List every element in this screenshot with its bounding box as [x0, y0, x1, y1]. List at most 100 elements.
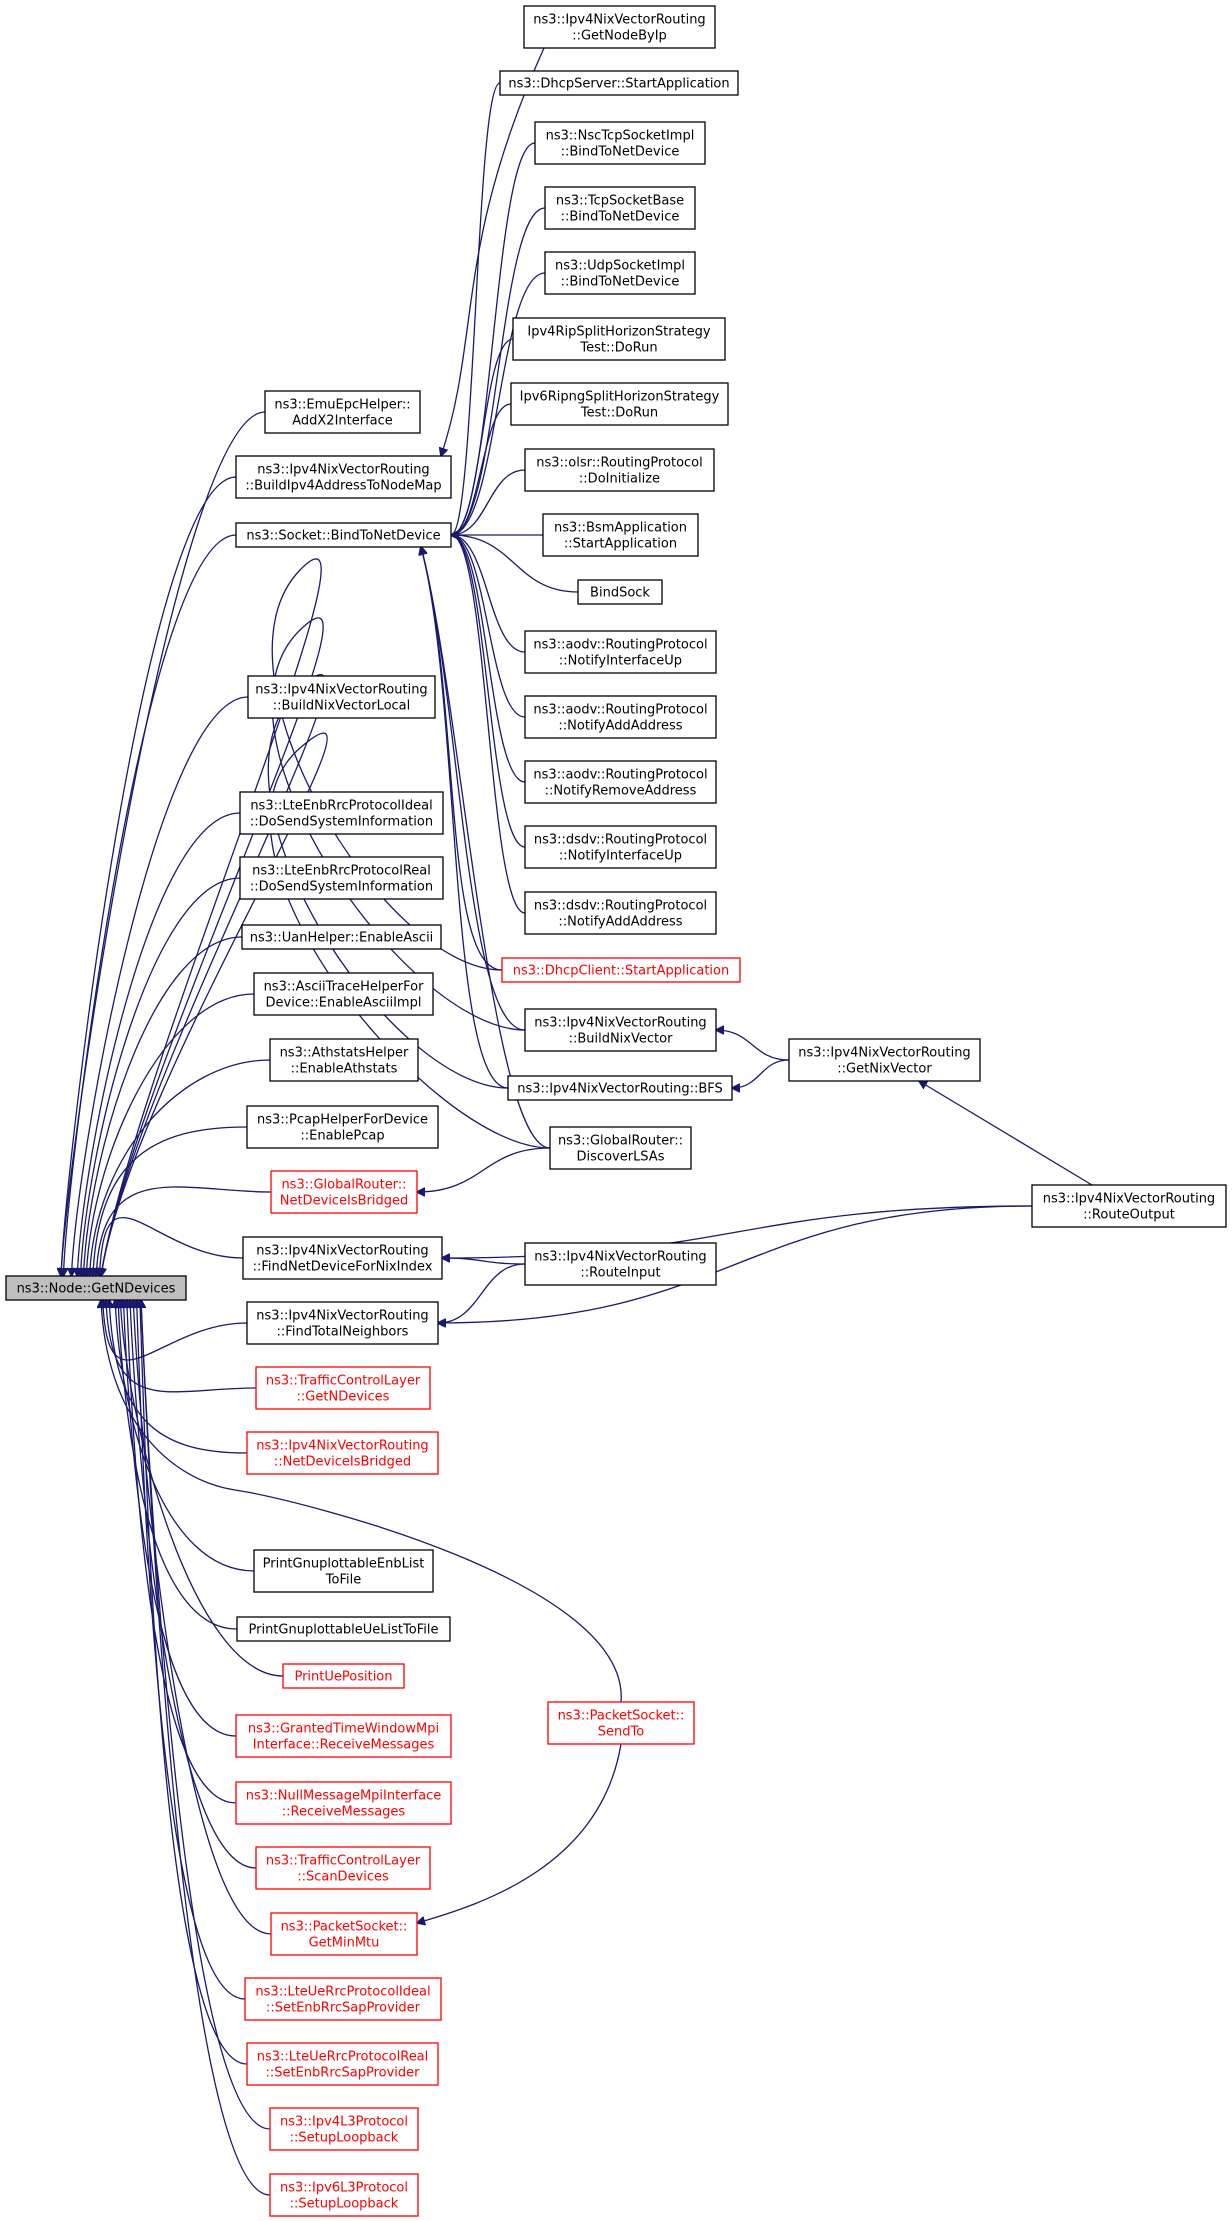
node-aodvadd[interactable]: ns3::aodv::RoutingProtocol::NotifyAddAdd…	[524, 695, 717, 739]
node-aodvremove[interactable]: ns3::aodv::RoutingProtocol::NotifyRemove…	[524, 760, 717, 804]
node-buildnix[interactable]: ns3::Ipv4NixVectorRouting::BuildNixVecto…	[524, 1008, 717, 1052]
node-box[interactable]	[507, 1075, 733, 1101]
node-box[interactable]	[524, 760, 717, 804]
node-box[interactable]	[524, 1008, 717, 1052]
node-box[interactable]	[577, 579, 663, 605]
node-tclgetn[interactable]: ns3::TrafficControlLayer::GetNDevices	[255, 1366, 431, 1410]
node-box[interactable]	[239, 856, 444, 900]
node-box[interactable]	[788, 1038, 981, 1082]
node-dhcpserver[interactable]: ns3::DhcpServer::StartApplication	[499, 70, 739, 96]
node-bsmapp[interactable]: ns3::BsmApplication::StartApplication	[542, 513, 699, 557]
node-box[interactable]	[524, 695, 717, 739]
node-nsctcp[interactable]: ns3::NscTcpSocketImpl::BindToNetDevice	[534, 121, 706, 165]
node-lteueideal[interactable]: ns3::LteUeRrcProtocolIdeal::SetEnbRrcSap…	[244, 1977, 442, 2021]
node-root[interactable]: ns3::Node::GetNDevices	[5, 1275, 187, 1301]
node-box[interactable]	[282, 1663, 405, 1689]
node-box[interactable]	[269, 1038, 419, 1082]
node-box[interactable]	[235, 1781, 452, 1825]
node-box[interactable]	[242, 1236, 443, 1280]
node-tcpsocketbase[interactable]: ns3::TcpSocketBase::BindToNetDevice	[544, 186, 696, 230]
node-box[interactable]	[270, 1170, 418, 1214]
node-printuepos[interactable]: PrintUePosition	[282, 1663, 405, 1689]
node-dhcpclient[interactable]: ns3::DhcpClient::StartApplication	[501, 957, 741, 983]
node-grbridged[interactable]: ns3::GlobalRouter::NetDeviceIsBridged	[270, 1170, 418, 1214]
node-box[interactable]	[235, 1714, 452, 1758]
node-dsdvadd[interactable]: ns3::dsdv::RoutingProtocol::NotifyAddAdd…	[524, 891, 717, 935]
node-getnodebyip[interactable]: ns3::Ipv4NixVectorRouting::GetNodeByIp	[523, 5, 716, 49]
node-ltuereal[interactable]: ns3::LteUeRrcProtocolReal::SetEnbRrcSapP…	[246, 2042, 439, 2086]
node-box[interactable]	[547, 1701, 695, 1745]
node-box[interactable]	[524, 825, 717, 869]
node-box[interactable]	[544, 186, 696, 230]
node-box[interactable]	[235, 455, 452, 499]
node-discoverlsas[interactable]: ns3::GlobalRouter::DiscoverLSAs	[549, 1126, 692, 1170]
node-box[interactable]	[253, 972, 434, 1016]
node-uanhelper[interactable]: ns3::UanHelper::EnableAscii	[241, 924, 442, 950]
node-getnixvector[interactable]: ns3::Ipv4NixVectorRouting::GetNixVector	[788, 1038, 981, 1082]
node-aodvup[interactable]: ns3::aodv::RoutingProtocol::NotifyInterf…	[524, 630, 717, 674]
node-box[interactable]	[510, 382, 729, 426]
node-box[interactable]	[524, 630, 717, 674]
node-athstats[interactable]: ns3::AthstatsHelper::EnableAthstats	[269, 1038, 419, 1082]
node-box[interactable]	[523, 5, 716, 49]
node-dsdvup[interactable]: ns3::dsdv::RoutingProtocol::NotifyInterf…	[524, 825, 717, 869]
node-bindsock[interactable]: BindSock	[577, 579, 663, 605]
node-buildipv4[interactable]: ns3::Ipv4NixVectorRouting::BuildIpv4Addr…	[235, 455, 452, 499]
node-bfs[interactable]: ns3::Ipv4NixVectorRouting::BFS	[507, 1075, 733, 1101]
node-box[interactable]	[499, 70, 739, 96]
node-box[interactable]	[244, 1977, 442, 2021]
node-lteenbideal[interactable]: ns3::LteEnbRrcProtocolIdeal::DoSendSyste…	[239, 791, 444, 835]
node-printue[interactable]: PrintGnuplottableUeListToFile	[236, 1616, 451, 1642]
node-box[interactable]	[235, 522, 452, 548]
node-findnetdev[interactable]: ns3::Ipv4NixVectorRouting::FindNetDevice…	[242, 1236, 443, 1280]
node-asciitrace[interactable]: ns3::AsciiTraceHelperForDevice::EnableAs…	[253, 972, 434, 1016]
node-box[interactable]	[246, 1301, 439, 1345]
node-box[interactable]	[270, 1912, 418, 1956]
node-bindtonetdev[interactable]: ns3::Socket::BindToNetDevice	[235, 522, 452, 548]
node-psgetminmtu[interactable]: ns3::PacketSocket::GetMinMtu	[270, 1912, 418, 1956]
node-box[interactable]	[501, 957, 741, 983]
node-box[interactable]	[253, 1549, 434, 1593]
node-grantedtw[interactable]: ns3::GrantedTimeWindowMpiInterface::Rece…	[235, 1714, 452, 1758]
node-buildnixlocal[interactable]: ns3::Ipv4NixVectorRouting::BuildNixVecto…	[247, 675, 436, 719]
node-box[interactable]	[241, 924, 442, 950]
node-box[interactable]	[255, 1846, 431, 1890]
node-box[interactable]	[542, 513, 699, 557]
node-emuepc[interactable]: ns3::EmuEpcHelper::AddX2Interface	[264, 390, 421, 434]
node-box[interactable]	[246, 1431, 439, 1475]
node-ipv4l3[interactable]: ns3::Ipv4L3Protocol::SetupLoopback	[269, 2107, 419, 2151]
node-packetsendto[interactable]: ns3::PacketSocket::SendTo	[547, 1701, 695, 1745]
node-box[interactable]	[246, 2042, 439, 2086]
node-lteenbreal[interactable]: ns3::LteEnbRrcProtocolReal::DoSendSystem…	[239, 856, 444, 900]
node-box[interactable]	[1031, 1184, 1227, 1228]
node-olsr[interactable]: ns3::olsr::RoutingProtocol::DoInitialize	[524, 448, 715, 492]
node-box[interactable]	[264, 390, 421, 434]
node-box[interactable]	[524, 1242, 717, 1286]
node-box[interactable]	[246, 1105, 439, 1149]
node-box[interactable]	[534, 121, 706, 165]
node-box[interactable]	[236, 1616, 451, 1642]
node-findtotal[interactable]: ns3::Ipv4NixVectorRouting::FindTotalNeig…	[246, 1301, 439, 1345]
node-routeinput[interactable]: ns3::Ipv4NixVectorRouting::RouteInput	[524, 1242, 717, 1286]
node-nixbridged[interactable]: ns3::Ipv4NixVectorRouting::NetDeviceIsBr…	[246, 1431, 439, 1475]
node-box[interactable]	[5, 1275, 187, 1301]
node-ipv6l3[interactable]: ns3::Ipv6L3Protocol::SetupLoopback	[269, 2173, 419, 2217]
node-box[interactable]	[544, 251, 696, 295]
node-box[interactable]	[247, 675, 436, 719]
node-tclscan[interactable]: ns3::TrafficControlLayer::ScanDevices	[255, 1846, 431, 1890]
node-pcaphelper[interactable]: ns3::PcapHelperForDevice::EnablePcap	[246, 1105, 439, 1149]
node-nullmsg[interactable]: ns3::NullMessageMpiInterface::ReceiveMes…	[235, 1781, 452, 1825]
node-box[interactable]	[549, 1126, 692, 1170]
node-routeoutput[interactable]: ns3::Ipv4NixVectorRouting::RouteOutput	[1031, 1184, 1227, 1228]
node-box[interactable]	[255, 1366, 431, 1410]
node-box[interactable]	[269, 2173, 419, 2217]
node-box[interactable]	[239, 791, 444, 835]
node-box[interactable]	[269, 2107, 419, 2151]
node-box[interactable]	[524, 891, 717, 935]
node-box[interactable]	[512, 317, 726, 361]
node-box[interactable]	[524, 448, 715, 492]
node-udpsocket[interactable]: ns3::UdpSocketImpl::BindToNetDevice	[544, 251, 696, 295]
